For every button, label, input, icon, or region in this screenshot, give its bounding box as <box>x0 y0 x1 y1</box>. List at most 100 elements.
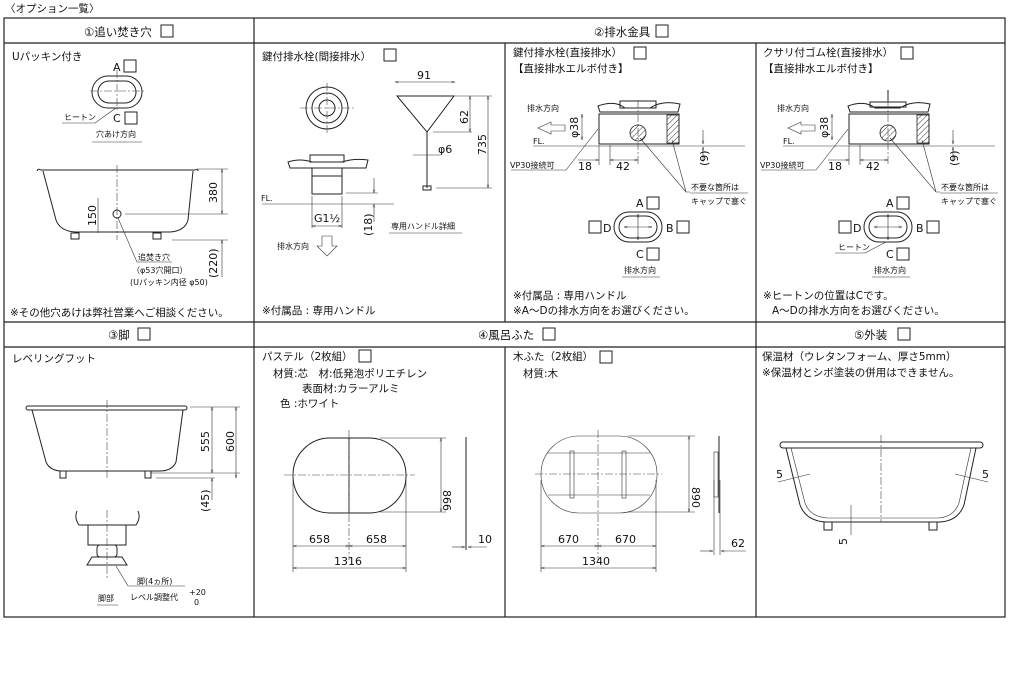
handle-width: 91 <box>417 69 431 82</box>
fl-label: FL. <box>783 137 795 146</box>
leg-part: 脚部 <box>98 593 114 603</box>
dim-floor: (220) <box>207 248 220 278</box>
direction-label: 排水方向 <box>777 103 809 113</box>
wood-checkbox[interactable] <box>599 350 613 364</box>
pos-d-checkbox[interactable] <box>588 220 602 234</box>
pos-b-checkbox[interactable] <box>676 220 690 234</box>
page-title: 〈オプション一覧〉 <box>5 2 100 15</box>
key-direct-drain-section: 鍵付排水栓(直接排水） 【直接排水エルボ付き】 <box>510 46 748 317</box>
exterior-checkbox[interactable] <box>897 327 911 341</box>
fl-label: FL. <box>261 194 273 203</box>
pos-c-checkbox[interactable] <box>896 247 910 261</box>
handle-triangle: 62 <box>458 110 471 124</box>
pos-a-label: A <box>886 197 894 210</box>
pos-a-checkbox[interactable] <box>896 196 910 210</box>
wood-lid-drawing <box>535 430 746 572</box>
leveling-foot-drawing <box>25 400 240 606</box>
pos-c-label: C <box>636 248 644 261</box>
dim-42: 42 <box>616 160 630 173</box>
wood-material: 材質:木 <box>523 367 559 380</box>
lid-checkbox[interactable] <box>542 327 556 341</box>
chain-direct-title: クサリ付ゴム栓(直接排水） <box>763 46 893 59</box>
dim-width: 1316 <box>334 555 362 568</box>
key-direct-title: 鍵付排水栓(直接排水） <box>513 46 622 59</box>
header-drain: ②排水金具 <box>594 25 651 39</box>
handle-drawing <box>395 82 492 191</box>
insulated-tub-drawing <box>777 435 989 535</box>
exterior-line-2: ※保温材とシボ塗装の併用はできません。 <box>762 366 959 379</box>
pos-d-label: D <box>603 222 611 235</box>
hole-direction-label: 穴あけ方向 <box>96 129 136 139</box>
pos-b-checkbox[interactable] <box>926 220 940 234</box>
key-direct-checkbox[interactable] <box>633 46 647 60</box>
indirect-checkbox[interactable] <box>383 48 397 62</box>
direction-caption: 排水方向 <box>624 265 656 275</box>
indirect-title: 鍵付排水栓(間接排水） <box>262 50 371 63</box>
pos-b-label: B <box>666 222 674 235</box>
packing-diameter: (Uパッキン内径 φ50) <box>130 277 208 287</box>
cap-note-2: キャップで塞ぐ <box>691 196 747 206</box>
pastel-checkbox[interactable] <box>358 349 372 363</box>
pastel-material-core: 材質:芯 材:低発泡ポリエチレン <box>273 367 427 380</box>
adjust-label: レベル調整代 <box>130 592 178 602</box>
hole-opening: （φ53穴開口） <box>132 265 187 275</box>
pos-c-label: C <box>113 112 121 125</box>
diameter-label: φ38 <box>568 117 581 138</box>
pos-c-checkbox[interactable] <box>124 111 138 125</box>
exterior-line-1: 保温材（ウレタンフォーム、厚さ5mm） <box>762 350 957 363</box>
direction-caption: 排水方向 <box>874 265 906 275</box>
bathtub-side-view <box>36 165 228 277</box>
pos-d-checkbox[interactable] <box>838 220 852 234</box>
direction-label: 排水方向 <box>527 103 559 113</box>
handle-length: 735 <box>476 134 489 155</box>
drain-checkbox[interactable] <box>655 24 669 38</box>
pos-a-checkbox[interactable] <box>123 59 137 73</box>
dim-thickness: 10 <box>478 533 492 546</box>
reheat-checkbox[interactable] <box>160 24 174 38</box>
cap-note-2: キャップで塞ぐ <box>941 196 997 206</box>
pos-a-label: A <box>636 197 644 210</box>
chain-direct-drain-section: クサリ付ゴム栓(直接排水） 【直接排水エルボ付き】 <box>760 46 998 317</box>
dim-half-left: 670 <box>558 533 579 546</box>
dim-total: 600 <box>224 431 237 452</box>
header-exterior: ⑤外装 <box>854 328 888 342</box>
header-reheat: ①追い焚き穴 <box>84 25 152 39</box>
heaton-label: ヒートン <box>64 113 96 122</box>
vp30-label: VP30接続可 <box>510 160 554 170</box>
reheat-note: ※その他穴あけは弊社営業へご相談ください。 <box>10 306 229 319</box>
key-direct-note-2: ※A〜Dの排水方向をお選びください。 <box>513 304 695 317</box>
wood-title: 木ふた（2枚組） <box>513 350 593 363</box>
dim-18: 18 <box>578 160 592 173</box>
dim-9: (9) <box>948 150 961 166</box>
dim-hole: 150 <box>86 205 99 226</box>
reheat-subtitle: Uパッキン付き <box>12 50 82 63</box>
dim-right: 5 <box>982 468 989 481</box>
packing-top-view <box>90 70 145 112</box>
pos-c-label: C <box>886 248 894 261</box>
dim-bottom: 5 <box>837 538 850 545</box>
dim-9: (9) <box>698 150 711 166</box>
pos-a-checkbox[interactable] <box>646 196 660 210</box>
dim-half-right: 670 <box>615 533 636 546</box>
chain-direct-checkbox[interactable] <box>900 46 914 60</box>
dim-18: (18) <box>362 213 375 236</box>
dim-leg: (45) <box>199 489 212 512</box>
pos-c-checkbox[interactable] <box>646 247 660 261</box>
dim-inner: 555 <box>199 431 212 452</box>
pastel-lid-section: パステル（2枚組） 材質:芯 材:低発泡ポリエチレン 表面材:カラーアルミ 色 … <box>262 349 492 572</box>
dim-half-right: 658 <box>366 533 387 546</box>
chain-direct-note-2: A〜Dの排水方向をお選びください。 <box>772 304 945 317</box>
legs-checkbox[interactable] <box>137 327 151 341</box>
elbow-drawing <box>511 100 748 278</box>
cap-note-1: 不要な箇所は <box>941 182 989 192</box>
header-legs: ③脚 <box>108 328 130 342</box>
legs-section: レベリングフット 555 600 (45) 脚(4ヵ所) 脚部 レベル調整代 +… <box>12 352 240 607</box>
indirect-note: ※付属品 : 専用ハンドル <box>262 304 376 317</box>
pastel-color: 色 :ホワイト <box>280 397 339 410</box>
drain-plug-side-view <box>262 154 394 257</box>
dim-42: 42 <box>866 160 880 173</box>
leg-count: 脚(4ヵ所) <box>137 576 172 586</box>
legs-subtitle: レベリングフット <box>12 352 96 365</box>
dim-height: 380 <box>207 182 220 203</box>
